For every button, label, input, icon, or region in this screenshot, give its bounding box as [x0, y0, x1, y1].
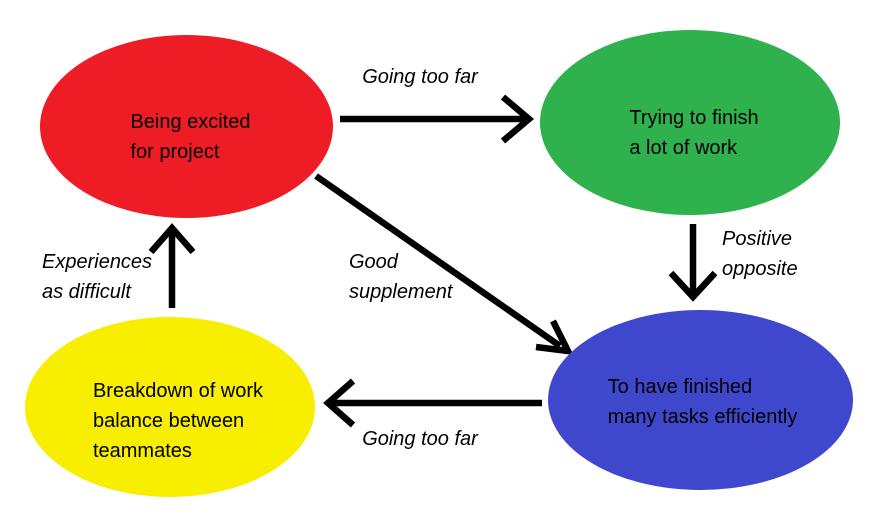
edge-label-line: as difficult: [42, 281, 131, 303]
node-label-line: Breakdown of work: [92, 380, 264, 402]
edge-label-line: Going too far: [362, 66, 478, 88]
node-label-line: Being excited: [130, 110, 251, 133]
edge-label-line: Experiences: [42, 251, 153, 273]
node-label-line: a lot of work: [629, 136, 738, 159]
arrow-breakdown-to-excited: [148, 223, 196, 308]
node-finished-tasks: To have finished many tasks efficiently: [548, 310, 853, 490]
arrow-trying-to-finished: [668, 224, 718, 302]
node-trying-to-finish-label: Trying to finish a lot of work: [629, 103, 758, 163]
node-label-line: To have finished: [607, 376, 753, 398]
node-label-line: balance between: [92, 410, 245, 432]
edge-label-line: Good: [349, 251, 398, 273]
edge-label-line: Positive: [722, 228, 793, 250]
node-label-line: teammates: [92, 440, 192, 462]
edge-label-positive-opposite: Positive opposite: [722, 224, 798, 284]
edge-label-line: opposite: [722, 258, 798, 280]
node-being-excited-label: Being excited for project: [130, 107, 250, 167]
edge-label-going-too-far-top: Going too far: [335, 62, 505, 92]
edge-label-line: supplement: [349, 281, 453, 303]
node-being-excited: Being excited for project: [40, 35, 333, 218]
edge-label-good-supplement: Good supplement: [349, 247, 452, 307]
node-trying-to-finish: Trying to finish a lot of work: [540, 30, 840, 215]
node-work-breakdown-label: Breakdown of work balance between teamma…: [93, 376, 263, 466]
edge-label-line: Going too far: [362, 428, 478, 450]
arrow-excited-to-trying: [340, 94, 535, 144]
edge-label-going-too-far-bottom: Going too far: [335, 424, 505, 454]
edge-label-experiences-as-difficult: Experiences as difficult: [42, 247, 152, 307]
node-label-line: Trying to finish: [629, 106, 759, 129]
arrow-finished-to-breakdown: [323, 378, 542, 428]
node-label-line: many tasks efficiently: [607, 406, 798, 428]
node-work-breakdown: Breakdown of work balance between teamma…: [25, 317, 315, 497]
node-label-line: for project: [130, 140, 220, 163]
node-finished-tasks-label: To have finished many tasks efficiently: [608, 372, 798, 432]
